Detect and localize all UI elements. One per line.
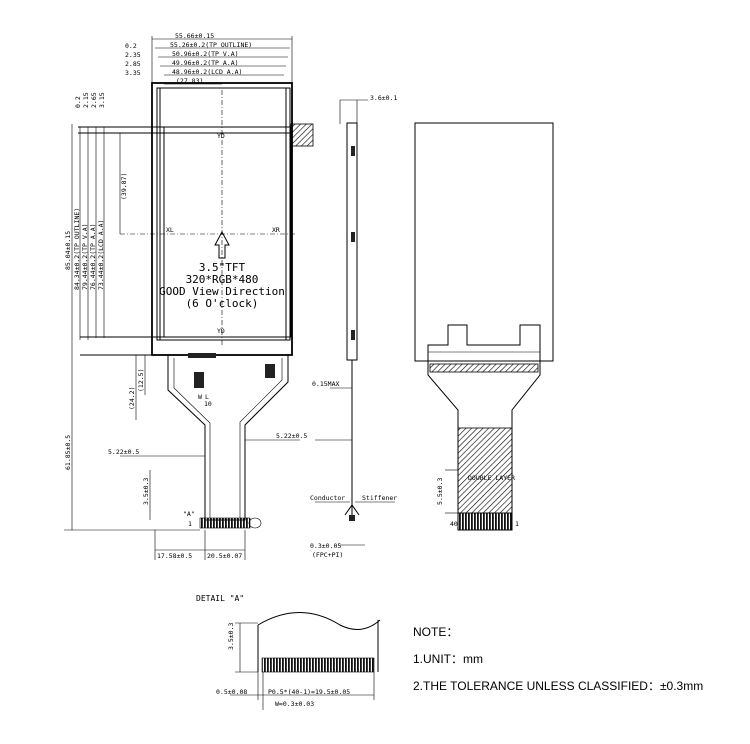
dim-total-height: 85.04±0.15 [64,231,72,270]
axis-xr: XR [272,226,280,234]
back-label: DOUBLE LAYER [468,474,515,482]
dim-tp-va-width: 50.96±0.2(TP V.A) [172,50,239,58]
axis-yd-bottom: YD [217,327,225,335]
detail-pitch: P0.5*(40-1)=19.5±0.05 [268,688,350,696]
axis-yd-top: YD [217,132,225,140]
note-title: NOTE： [413,625,458,639]
side-offset-3: 3.15 [98,92,106,108]
fpc-pin1: 1 [188,520,192,528]
label-conductor: Conductor [310,494,345,502]
dim-center-x: (27.83) [176,77,203,85]
offset-3: 3.35 [125,69,141,77]
fpc-thickness: 0.15MAX [312,380,339,388]
stiffener-material: (FPC+PI) [312,551,343,559]
detail-marker: "A" [183,510,195,518]
dim-fpc-stiff: 3.5±0.3 [142,478,150,505]
back-pin40: 40 [450,520,458,528]
view-direction-clock: (6 O'clock) [186,297,259,310]
dim-tp-va-height: 79.44±0.2(TP V.A) [81,223,89,290]
detail-a: DETAIL "A" 3.5±0.3 0.5±0.08 P0.5*(40-1)=… [196,594,381,710]
fpc-text-10: 10 [204,400,212,408]
fpc-text-l: L [205,393,209,401]
notes: NOTE： 1.UNIT：mm 2.THE TOLERANCE UNLESS C… [413,625,703,693]
fpc-text-w: W [198,393,202,401]
display-size: 3.5"TFT [199,261,246,274]
side-offset-0: 0.2 [74,96,82,108]
offset-0: 0.2 [125,42,137,50]
side-offset-2: 2.65 [90,92,98,108]
dim-center-y: (39.87) [120,173,128,200]
side-offset-1: 2.15 [82,92,90,108]
side-view: 3.6±0.1 0.15MAX Conductor Stiffener 0.3±… [310,94,397,559]
dim-fpc-offset: 17.58±0.5 [157,552,192,560]
resolution: 320*RGB*480 [186,273,259,286]
detail-title: DETAIL "A" [196,594,244,603]
back-dim: 5.5±0.3 [436,478,444,505]
view-direction: GOOD View Direction [159,285,285,298]
dim-tp-aa-width: 49.96±0.2(TP A.A) [172,59,239,67]
label-stiffener: Stiffener [362,494,397,502]
dim-fpc-right: 5.22±0.5 [276,432,307,440]
detail-width: W=0.3±0.03 [275,700,314,708]
dim-fpc-left: 5.22±0.5 [108,448,139,456]
width-dims: 55.66±0.15 55.26±0.2(TP OUTLINE) 50.96±0… [125,32,293,85]
detail-height: 3.5±0.3 [227,623,235,650]
back-view: DOUBLE LAYER 5.5±0.3 40 1 [414,122,554,531]
offset-2: 2.85 [125,60,141,68]
axis-xl: XL [166,226,174,234]
dim-fpc-length: 61.85±0.5 [64,435,72,470]
front-view: 55.66±0.15 55.26±0.2(TP OUTLINE) 50.96±0… [64,32,314,560]
stiffener-dim: 0.3±0.05 [310,542,341,550]
note-unit: 1.UNIT：mm [413,652,483,666]
detail-left-dim: 0.5±0.08 [216,688,247,696]
back-pin1: 1 [515,520,519,528]
fpc-dims: 61.85±0.5 (24.2) (12.5) 5.22±0.5 5.22±0.… [64,355,307,560]
height-dims: 85.04±0.15 84.34±0.2(TP OUTLINE) 79.44±0… [64,92,128,355]
dim-total-width: 55.66±0.15 [175,32,214,40]
dim-fpc-12: (12.5) [137,369,145,392]
dim-tp-aa-height: 76.44±0.2(TP A.A) [89,223,97,290]
dim-tp-outline-height: 84.34±0.2(TP OUTLINE) [73,208,81,290]
side-thickness: 3.6±0.1 [370,94,397,102]
note-tolerance: 2.THE TOLERANCE UNLESS CLASSIFIED：±0.3mm [413,679,703,693]
dim-lcd-aa-height: 73.44±0.2(LCD A.A) [97,220,105,290]
dim-lcd-aa-width: 48.96±0.2(LCD A.A) [172,68,242,76]
offset-1: 2.35 [125,51,141,59]
dim-tp-outline-width: 55.26±0.2(TP OUTLINE) [170,41,252,49]
dim-fpc-24: (24.2) [128,387,136,410]
fpc-front: W L 10 1 "A" [167,355,289,529]
dim-fpc-width: 20.5±0.07 [207,552,242,560]
